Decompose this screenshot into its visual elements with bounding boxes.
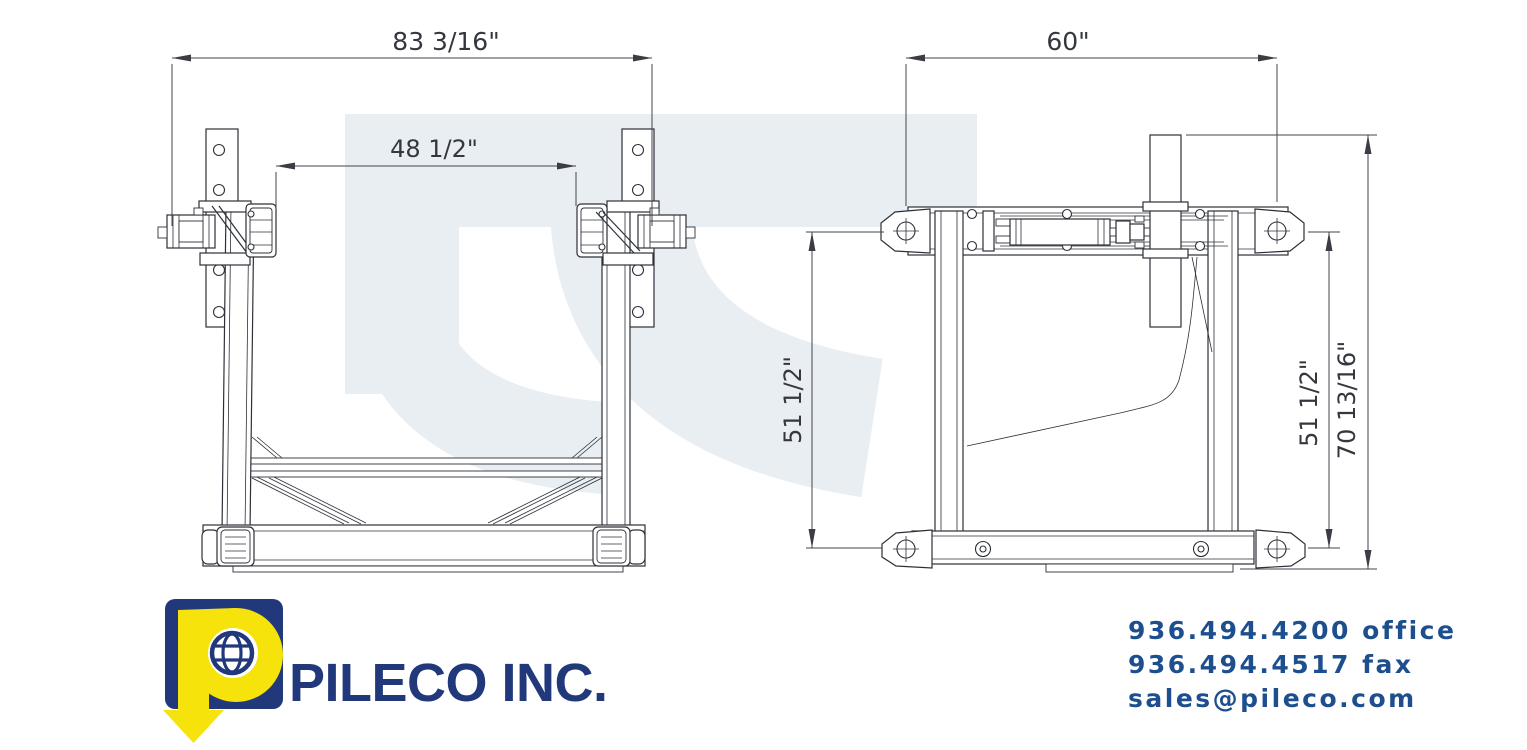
dim-front-guide-spacing: 48 1/2" bbox=[275, 135, 577, 209]
email-address: sales@pileco.com bbox=[1128, 684, 1417, 713]
fax-phone: 936.494.4517 fax bbox=[1128, 650, 1414, 679]
globe-icon bbox=[209, 630, 255, 676]
dim-label-overall-width: 83 3/16" bbox=[392, 27, 499, 56]
contact-block: 936.494.4200 office 936.494.4517 fax sal… bbox=[1128, 614, 1458, 716]
office-phone: 936.494.4200 office bbox=[1128, 616, 1457, 645]
down-arrow-icon bbox=[163, 710, 224, 743]
dim-side-height-right: 51 1/2" bbox=[1295, 231, 1340, 549]
dim-label-overall-height: 70 13/16" bbox=[1333, 341, 1361, 459]
side-view-drawing: 60" 51 1/2" 51 1/2" bbox=[779, 27, 1377, 573]
dim-label-height-right: 51 1/2" bbox=[1295, 359, 1323, 447]
dim-label-top-width: 60" bbox=[1046, 27, 1089, 56]
dim-side-overall-height: 70 13/16" bbox=[1186, 134, 1377, 570]
pileco-logo bbox=[163, 599, 283, 743]
front-view-drawing: 83 3/16" 48 1/2" bbox=[157, 27, 696, 573]
company-name: PILECO INC. bbox=[289, 653, 608, 713]
dim-label-guide-spacing: 48 1/2" bbox=[390, 135, 478, 163]
dim-side-height-left: 51 1/2" bbox=[779, 231, 884, 549]
dim-side-top-width: 60" bbox=[905, 27, 1278, 206]
logo-p-arrow bbox=[163, 608, 283, 743]
dim-front-overall-width: 83 3/16" bbox=[171, 27, 653, 226]
dim-label-height-left: 51 1/2" bbox=[779, 356, 807, 444]
